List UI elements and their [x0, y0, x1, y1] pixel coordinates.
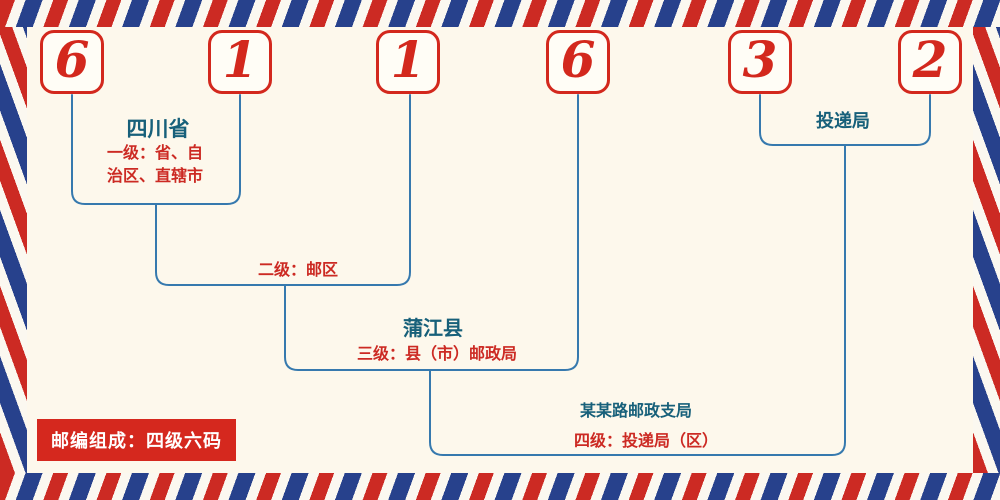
airmail-border-top: [0, 0, 1000, 27]
level1-description-line1: 一级：省、自: [106, 145, 203, 162]
digit-4: 6: [560, 30, 596, 89]
level3-place-label: 蒲江县: [403, 318, 463, 340]
level1-description: 一级：省、自 治区、直辖市: [85, 142, 225, 188]
level1-place-label: 四川省: [126, 118, 190, 141]
digit-box-5: 3: [728, 30, 792, 94]
level4-branch-label: 某某路邮政支局: [579, 403, 692, 420]
digit-box-6: 2: [898, 30, 962, 94]
level3-description: 三级：县（市）邮政局: [356, 346, 517, 363]
level2-description: 二级：邮区: [257, 262, 338, 279]
digit-6: 2: [912, 30, 948, 89]
airmail-border-left: [0, 27, 27, 473]
level4-description: 四级：投递局（区）: [573, 433, 718, 450]
digit-5: 3: [742, 30, 778, 89]
digit-box-1: 6: [40, 30, 104, 94]
digit-box-4: 6: [546, 30, 610, 94]
digit-3: 1: [390, 30, 426, 89]
level1-description-line2: 治区、直辖市: [106, 168, 203, 185]
airmail-border-right: [973, 27, 1000, 473]
level4-office-label: 投递局: [816, 111, 870, 131]
digit-2: 1: [222, 30, 258, 89]
digit-box-3: 1: [376, 30, 440, 94]
digit-1: 6: [54, 30, 90, 89]
airmail-border-bottom: [0, 473, 1000, 500]
digit-box-2: 1: [208, 30, 272, 94]
composition-badge: 邮编组成：四级六码: [37, 419, 236, 461]
